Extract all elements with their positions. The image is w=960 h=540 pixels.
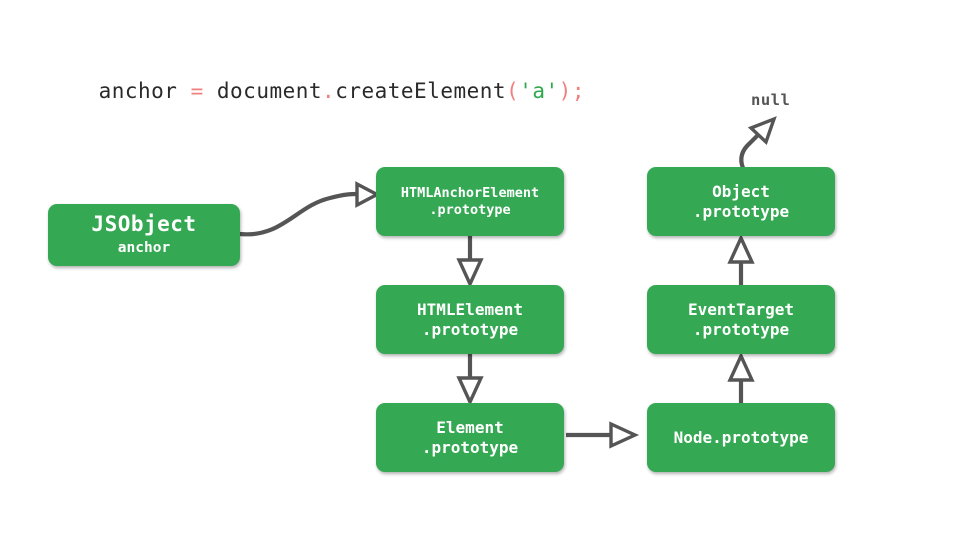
edge-eventtarget-to-object <box>727 233 755 286</box>
null-label: null <box>751 91 791 109</box>
node-htmlelement-prototype[interactable]: HTMLElement .prototype <box>376 285 564 354</box>
code-token-identifier-document: document <box>203 79 323 103</box>
node-htmlelement-line1: HTMLElement <box>417 299 523 319</box>
node-element-line2: .prototype <box>421 437 519 457</box>
code-token-assign: = <box>190 79 204 103</box>
node-htmlanchorelement-line2: .prototype <box>429 201 511 218</box>
edge-object-to-null <box>739 116 777 171</box>
node-eventtarget-prototype[interactable]: EventTarget .prototype <box>647 285 835 354</box>
node-element-line1: Element <box>436 417 504 437</box>
node-jsobject-title: JSObject <box>91 211 197 236</box>
node-object-line1: Object <box>712 181 770 201</box>
code-token-dot: . <box>322 79 336 103</box>
edge-element-to-node <box>566 421 640 449</box>
node-eventtarget-line1: EventTarget <box>688 299 794 319</box>
node-object-line2: .prototype <box>692 201 790 221</box>
edge-htmlelement-to-element <box>456 354 484 407</box>
edge-node-to-eventtarget <box>727 351 755 404</box>
code-token-identifier-anchor: anchor <box>98 79 191 103</box>
node-eventtarget-line2: .prototype <box>692 319 790 339</box>
code-token-paren-open: ( <box>506 79 520 103</box>
node-object-prototype[interactable]: Object .prototype <box>647 167 835 236</box>
node-htmlelement-line2: .prototype <box>421 319 519 339</box>
node-htmlanchorelement-line1: HTMLAnchorElement <box>400 185 540 202</box>
code-token-method-createelement: createElement <box>335 79 507 103</box>
code-line: anchor = document.createElement('a'); <box>46 60 585 123</box>
node-node-prototype[interactable]: Node.prototype <box>647 403 835 472</box>
node-jsobject[interactable]: JSObject anchor <box>48 204 240 266</box>
node-node-line1: Node.prototype <box>673 427 809 447</box>
edge-jsobject-to-htmlanchorelement <box>237 181 381 237</box>
node-element-prototype[interactable]: Element .prototype <box>376 403 564 472</box>
code-token-semicolon: ; <box>571 79 585 103</box>
node-jsobject-subtitle: anchor <box>117 240 171 257</box>
node-htmlanchorelement-prototype[interactable]: HTMLAnchorElement .prototype <box>376 167 564 236</box>
edge-htmlanchorelement-to-htmlelement <box>456 236 484 289</box>
code-token-paren-close: ) <box>558 79 572 103</box>
code-token-string-a: 'a' <box>519 79 559 103</box>
